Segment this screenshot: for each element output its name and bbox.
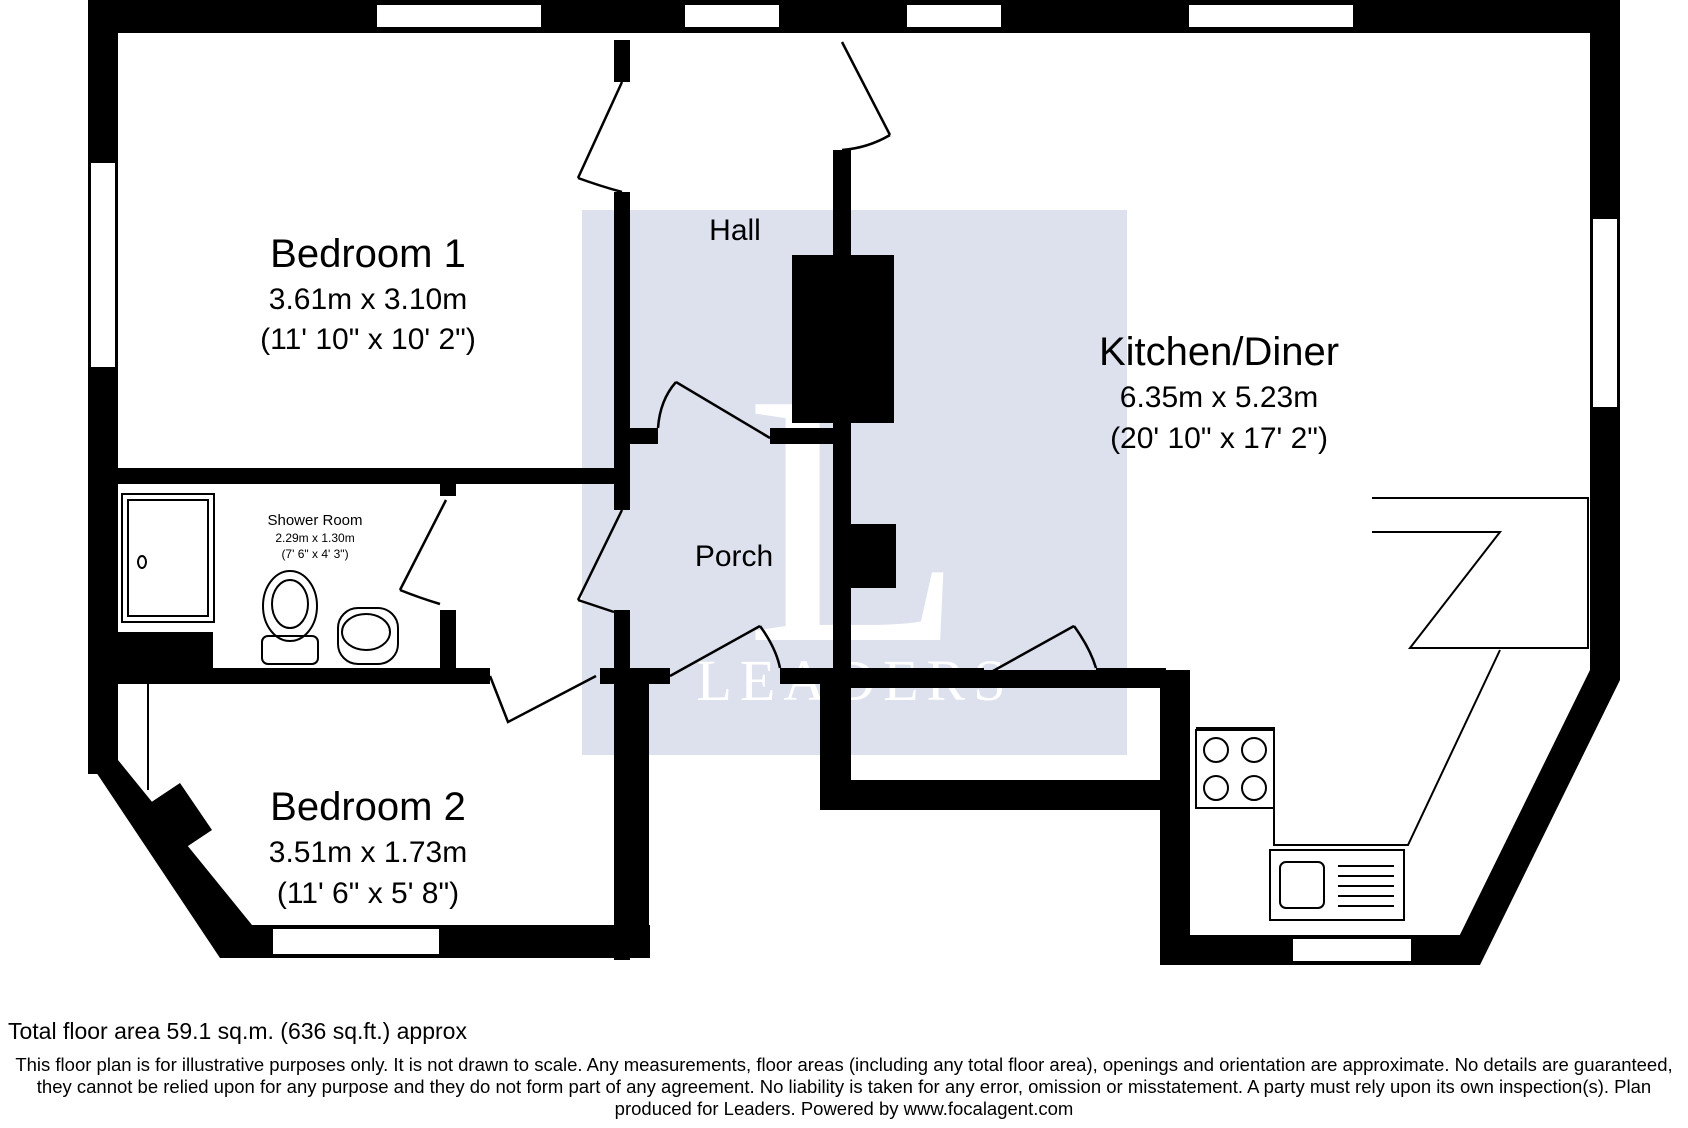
room-metric-shower: 2.29m x 1.30m (275, 531, 354, 545)
floor-plan: L LEADERS (88, 0, 1620, 965)
hob (1195, 729, 1275, 809)
room-metric-bedroom1: 3.61m x 3.10m (269, 283, 467, 316)
total-floor-area: Total floor area 59.1 sq.m. (636 sq.ft.)… (8, 1018, 467, 1044)
toilet (262, 570, 318, 642)
room-imperial-kitchen: (20' 10" x 17' 2") (1110, 422, 1328, 455)
room-name-bedroom1: Bedroom 1 (270, 232, 466, 276)
window-bed2-bottom (271, 927, 441, 956)
window-kitchen-bottom (1291, 937, 1413, 963)
window-hall-top-left (683, 3, 781, 29)
disclaimer-text: This floor plan is for illustrative purp… (15, 1054, 1673, 1119)
window-kitchen-right (1591, 217, 1619, 409)
basin (337, 607, 399, 665)
room-labels: Bedroom 1 3.61m x 3.10m (11' 10" x 10' 2… (260, 214, 1339, 910)
room-imperial-bedroom2: (11' 6" x 5' 8") (277, 877, 459, 910)
room-name-kitchen: Kitchen/Diner (1099, 330, 1339, 374)
doors (398, 41, 1098, 724)
room-imperial-bedroom1: (11' 10" x 10' 2") (260, 323, 476, 356)
sink (1269, 849, 1405, 921)
room-name-bedroom2: Bedroom 2 (270, 785, 466, 829)
room-name-porch: Porch (695, 540, 773, 573)
windows (89, 3, 1619, 963)
room-name-shower: Shower Room (267, 512, 362, 529)
window-hall-top-right (905, 3, 1003, 29)
kitchen-counter (1372, 497, 1589, 649)
fixtures (121, 493, 1589, 921)
window-kitchen-top (1187, 3, 1355, 29)
window-bed1-top (375, 3, 543, 29)
room-metric-bedroom2: 3.51m x 1.73m (269, 836, 467, 869)
shower-tray (121, 493, 215, 623)
room-name-hall: Hall (709, 214, 761, 247)
window-bed1-left (89, 161, 117, 369)
room-metric-kitchen: 6.35m x 5.23m (1120, 381, 1318, 414)
room-imperial-shower: (7' 6" x 4' 3") (281, 547, 348, 561)
